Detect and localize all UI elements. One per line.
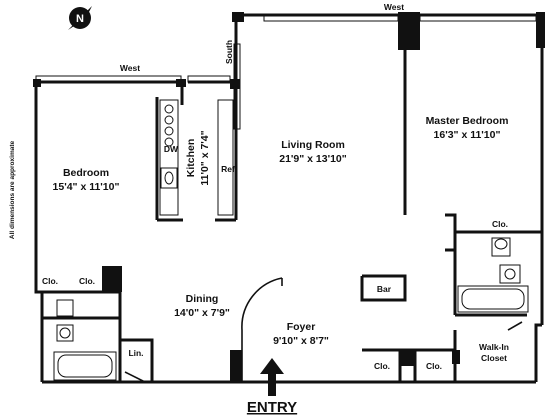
closet-bedroom-2: Clo. xyxy=(79,276,95,286)
room-kitchen-name: Kitchen xyxy=(185,139,197,178)
fixture-linen: Lin. xyxy=(128,348,143,358)
fixture-dw: DW xyxy=(164,144,179,154)
windows xyxy=(35,14,537,130)
fixture-ref: Ref xyxy=(221,164,235,174)
entry-label: ENTRY xyxy=(247,399,297,416)
walls xyxy=(34,13,544,384)
room-bedroom-dims: 15'4" x 11'10" xyxy=(53,181,120,193)
room-foyer-dims: 9'10" x 8'7" xyxy=(273,335,329,347)
dimensions-note: All dimensions are approximate xyxy=(9,140,16,239)
exposure-south: South xyxy=(224,40,234,64)
room-bedroom-name: Bedroom xyxy=(63,167,109,179)
compass-letter: N xyxy=(76,13,84,25)
entry-arrow-icon xyxy=(260,358,284,396)
fixture-bar: Bar xyxy=(377,284,392,294)
room-living-name: Living Room xyxy=(281,139,345,151)
room-dining-dims: 14'0" x 7'9" xyxy=(174,307,230,319)
door-swings xyxy=(124,277,523,383)
room-dining-name: Dining xyxy=(186,293,219,305)
closet-foyer-2: Clo. xyxy=(426,361,442,371)
room-foyer-name: Foyer xyxy=(287,321,316,333)
room-kitchen-dims: 11'0" x 7'4" xyxy=(199,130,211,185)
closet-bedroom-1: Clo. xyxy=(42,276,58,286)
bath-fixtures xyxy=(53,237,529,381)
room-living-dims: 21'9" x 13'10" xyxy=(279,153,347,165)
kitchen-fixtures xyxy=(159,99,234,216)
room-master-name: Master Bedroom xyxy=(426,115,509,127)
closet-foyer-1: Clo. xyxy=(374,361,390,371)
wall-posts xyxy=(33,12,545,382)
closet-master: Clo. xyxy=(492,219,508,229)
exposure-west-left: West xyxy=(120,63,140,73)
walk-in-closet-line1: Walk-In xyxy=(479,342,509,352)
exposure-west-right: West xyxy=(384,2,404,12)
compass-north-icon: N xyxy=(68,6,92,30)
walk-in-closet-line2: Closet xyxy=(481,353,507,363)
room-master-dims: 16'3" x 11'10" xyxy=(434,129,501,141)
